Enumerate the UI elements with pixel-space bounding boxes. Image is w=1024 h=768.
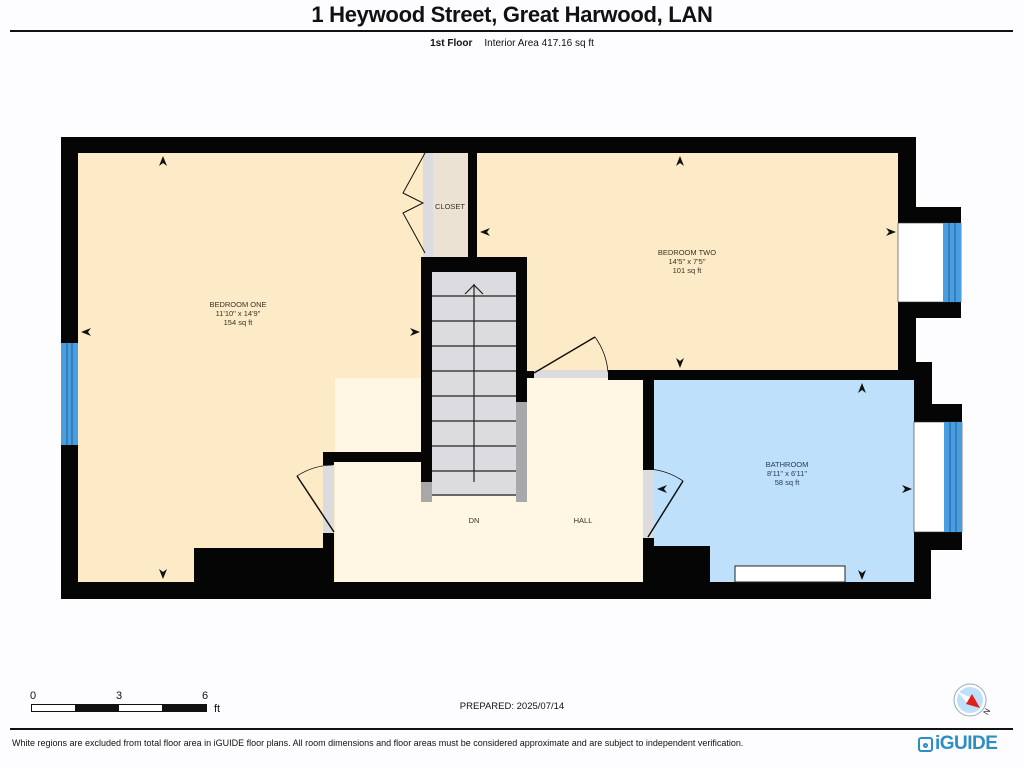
interior-area: Interior Area 417.16 sq ft bbox=[484, 38, 594, 49]
bedroom-two-floor bbox=[476, 152, 900, 372]
closet-label: CLOSET bbox=[435, 202, 465, 211]
scale-tick-0: 0 bbox=[30, 690, 37, 702]
floor-label: 1st Floor bbox=[430, 38, 473, 49]
floor-plan: BEDROOM ONE 11'10" x 14'9" 154 sq ft BED… bbox=[61, 137, 963, 599]
bedroom-one-dims: 11'10" x 14'9" bbox=[216, 309, 261, 318]
svg-text:N: N bbox=[982, 707, 993, 717]
floor-subtitle: 1st Floor Interior Area 417.16 sq ft bbox=[0, 38, 1024, 49]
bathroom-dims: 8'11" x 6'11" bbox=[767, 469, 807, 478]
iguide-logo-icon bbox=[918, 736, 933, 752]
window-bathroom bbox=[913, 421, 963, 533]
bedroom-one-name: BEDROOM ONE bbox=[209, 300, 266, 309]
prepared-date: PREPARED: 2025/07/14 bbox=[459, 701, 565, 712]
scale-bar-graphic bbox=[31, 704, 207, 712]
door-bedroom-one bbox=[296, 464, 335, 533]
disclaimer: White regions are excluded from total fl… bbox=[12, 738, 744, 748]
compass-icon: N bbox=[953, 683, 993, 717]
staircase bbox=[421, 272, 527, 502]
bathroom-area: 58 sq ft bbox=[775, 478, 801, 487]
bathroom-name: BATHROOM bbox=[766, 460, 809, 469]
dimension-markers bbox=[81, 156, 912, 580]
bathroom-fixture bbox=[734, 565, 846, 583]
window-bedroom-two bbox=[897, 222, 962, 303]
stairs-down-label: DN bbox=[469, 516, 480, 525]
bedroom-one-area: 154 sq ft bbox=[224, 318, 254, 327]
footer-divider bbox=[10, 728, 1013, 730]
bedroom-two-name: BEDROOM TWO bbox=[658, 248, 716, 257]
iguide-logo: iGUIDE bbox=[918, 733, 998, 755]
scale-tick-6: 6 bbox=[202, 690, 209, 702]
title-divider bbox=[10, 30, 1013, 32]
scale-tick-3: 3 bbox=[116, 690, 123, 702]
scale-unit: ft bbox=[214, 703, 221, 715]
scale-bar: 0 3 6 ft bbox=[30, 690, 230, 720]
door-closet-bifold bbox=[402, 152, 433, 257]
window-west bbox=[61, 343, 78, 445]
bedroom-two-dims: 14'5" x 7'5" bbox=[669, 257, 706, 266]
iguide-brand: iGUIDE bbox=[935, 733, 998, 754]
walls bbox=[61, 137, 962, 599]
door-bathroom bbox=[643, 468, 684, 538]
bedroom-two-area: 101 sq ft bbox=[673, 266, 703, 275]
page-title: 1 Heywood Street, Great Harwood, LAN bbox=[311, 2, 713, 27]
hall-label: HALL bbox=[574, 516, 593, 525]
door-bedroom-two bbox=[533, 336, 609, 378]
